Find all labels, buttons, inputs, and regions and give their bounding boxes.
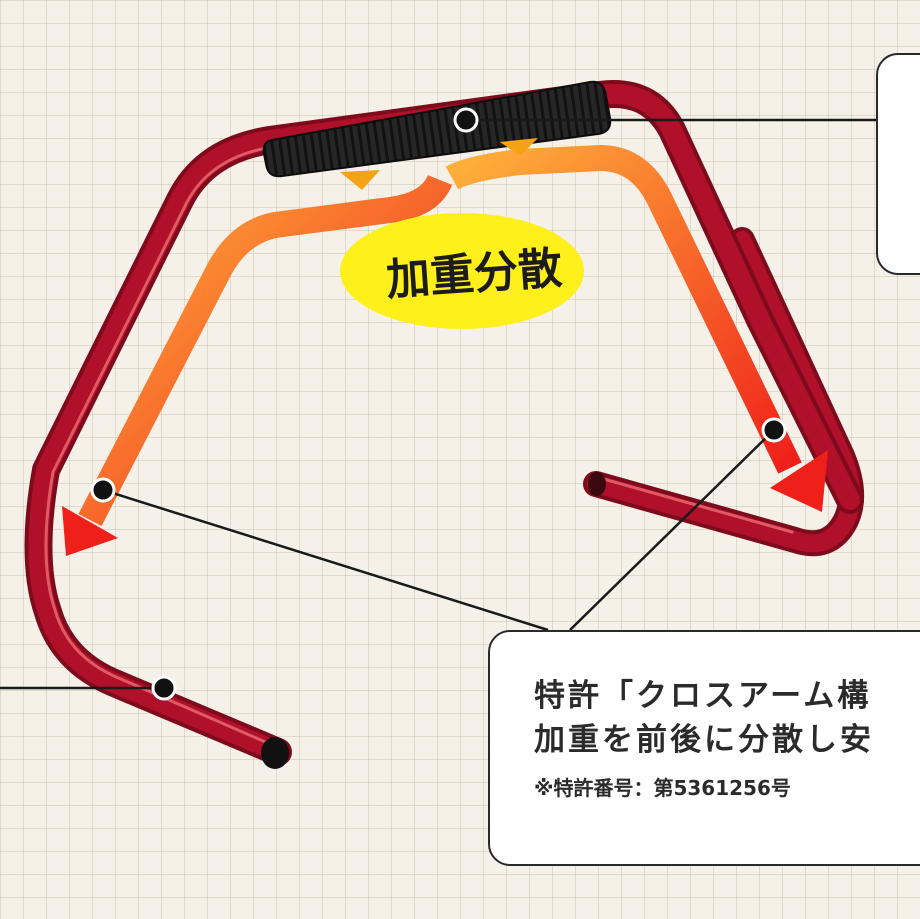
marker-dot-grip bbox=[453, 107, 479, 133]
grip bbox=[262, 80, 612, 178]
leader-lines bbox=[0, 118, 878, 690]
frame bbox=[24, 80, 865, 769]
marker-dot-foot bbox=[151, 675, 177, 701]
leader-line-left bbox=[102, 488, 549, 632]
patent-number-note: ※特許番号：第5361256号 bbox=[534, 776, 791, 800]
patent-line-2: 加重を前後に分散し安 bbox=[534, 722, 874, 758]
badge-label: 加重分散 bbox=[385, 243, 564, 306]
marker-dot-left-arm bbox=[90, 477, 116, 503]
load-badge: 加重分散 bbox=[340, 213, 584, 329]
leader-line-right bbox=[569, 429, 775, 631]
foot-end-cap bbox=[261, 737, 289, 769]
pressure-marker bbox=[500, 138, 538, 156]
callout-box-patent: 特許「クロスアーム構 加重を前後に分散し安 ※特許番号：第5361256号 bbox=[488, 630, 920, 866]
left-arrowhead bbox=[62, 506, 118, 556]
right-arrowhead bbox=[770, 450, 828, 512]
callout-box-top bbox=[876, 53, 920, 275]
load-arrows bbox=[62, 138, 828, 556]
foot-end-cap bbox=[588, 472, 606, 496]
leader-dots bbox=[90, 107, 787, 701]
left-load-arrow bbox=[78, 174, 453, 526]
patent-line-1: 特許「クロスアーム構 bbox=[534, 678, 872, 714]
pressure-marker bbox=[340, 170, 380, 190]
right-load-arrow bbox=[445, 145, 802, 474]
marker-dot-right-arm bbox=[761, 417, 787, 443]
